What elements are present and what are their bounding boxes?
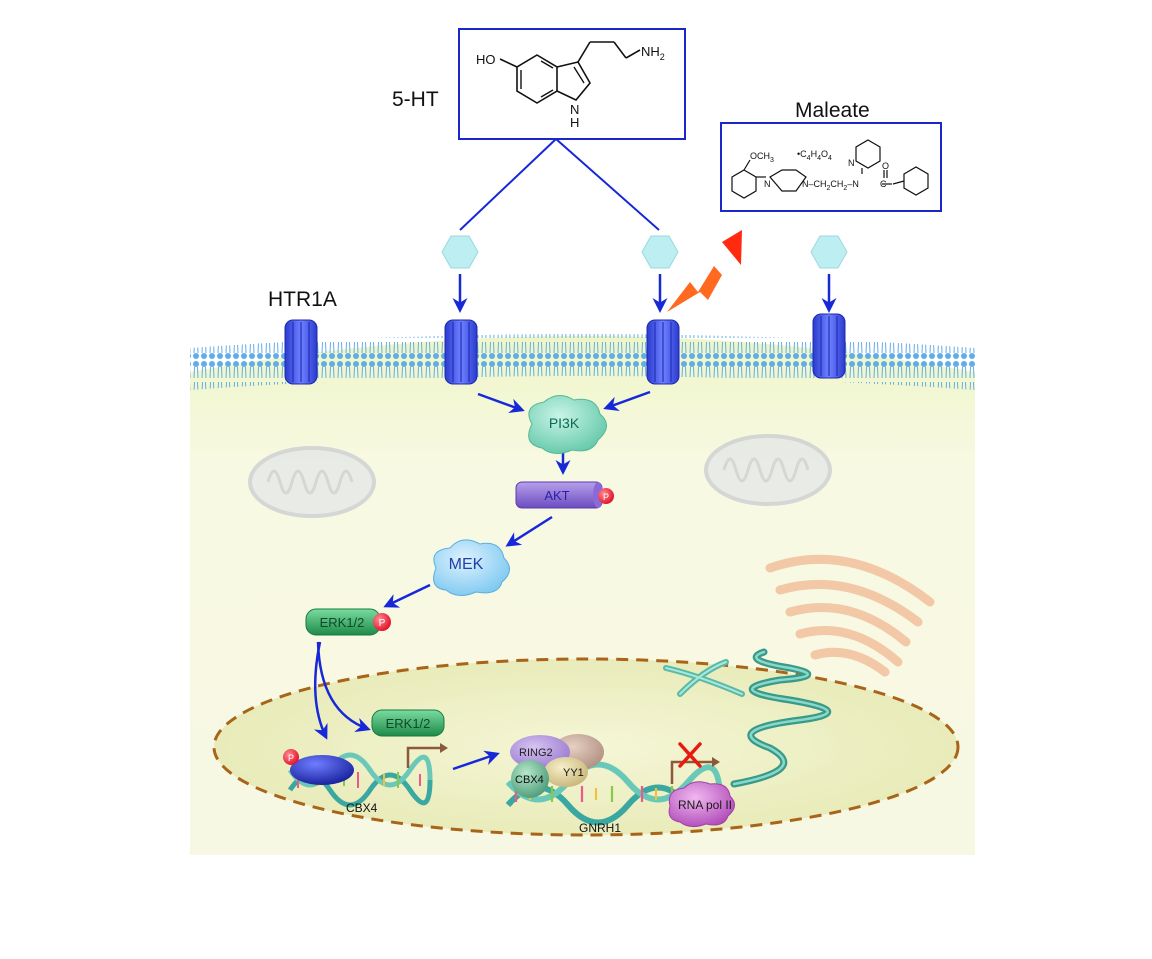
yy1-label: YY1 xyxy=(563,767,584,779)
piperazine-n-label: N xyxy=(764,179,771,189)
gnrh1-label: GNRH1 xyxy=(579,821,621,835)
pi3k-label: PI3K xyxy=(549,415,580,431)
och3-label: OCH3 xyxy=(750,151,774,164)
pyridine-n-label: N xyxy=(848,158,855,168)
ligand-arrows xyxy=(452,274,837,313)
ligand-hexagon xyxy=(441,235,479,269)
serotonin-label: 5-HT xyxy=(392,88,439,111)
maleate-structure: OCH3 •C4H4O4 N N N–CH2CH2–N O C xyxy=(720,122,942,212)
erk-cyto-label: ERK1/2 xyxy=(320,615,365,630)
akt-phospho xyxy=(598,488,614,504)
salt-label: •C4H4O4 xyxy=(797,149,832,162)
signaling-arrows xyxy=(313,390,651,771)
cbx4-complex-label: CBX4 xyxy=(515,774,544,786)
mitochondrion-left xyxy=(248,446,376,518)
ligand-branch-lines xyxy=(459,138,660,231)
htr1a-receptor-2 xyxy=(444,319,478,385)
cbx4-gene-label: CBX4 xyxy=(346,801,378,815)
mitochondrion-right xyxy=(704,434,832,506)
chain-label: N–CH2CH2–N xyxy=(802,179,859,192)
receptor-label: HTR1A xyxy=(268,288,337,311)
cbx4-binding-protein: P xyxy=(283,749,354,785)
htr1a-receptor-1 xyxy=(284,319,318,385)
maleate-label: Maleate xyxy=(795,99,870,122)
erk-cytoplasm: ERK1/2 P xyxy=(305,608,391,636)
dna-protein-phospho-label: P xyxy=(288,753,294,763)
nh2-label: NH2 xyxy=(641,44,665,62)
rna-pol-label: RNA pol II xyxy=(678,798,732,812)
block-cross xyxy=(678,742,702,768)
activation-bolt xyxy=(667,230,742,312)
erk-nuc-label: ERK1/2 xyxy=(386,716,431,731)
chromosome xyxy=(663,659,745,697)
ring-h-label: H xyxy=(570,115,579,130)
ring2-label: RING2 xyxy=(519,747,553,759)
rna-pol-ii: RNA pol II xyxy=(668,781,735,828)
golgi-apparatus xyxy=(765,554,935,677)
ho-label: HO xyxy=(476,52,496,67)
serotonin-structure: HO NH2 N H xyxy=(458,28,686,140)
akt-protein: AKT P xyxy=(515,481,614,509)
mek-protein: MEK xyxy=(433,539,510,596)
akt-label: AKT xyxy=(544,488,569,503)
pi3k-protein: PI3K xyxy=(528,395,607,454)
carbonyl-o-label: O xyxy=(882,161,889,171)
akt-phospho-label: P xyxy=(603,492,609,502)
chromatin xyxy=(663,648,831,788)
erk-phospho xyxy=(373,613,391,631)
dna-protein-phospho xyxy=(283,749,299,765)
ligand-hexagon xyxy=(641,235,679,269)
erk-nucleus: ERK1/2 xyxy=(371,709,445,737)
htr1a-receptor-4 xyxy=(812,313,846,379)
ligand-hexagons xyxy=(441,235,848,269)
htr1a-receptor-3 xyxy=(646,319,680,385)
ligand-hexagon xyxy=(810,235,848,269)
carbonyl-c-label: C xyxy=(880,179,887,189)
erk-phospho-label: P xyxy=(379,618,386,629)
ring-n-label: N xyxy=(570,102,579,117)
prc1-complex: RING2 CBX4 YY1 xyxy=(510,734,604,798)
yy1-protein xyxy=(544,757,588,787)
cbx4-protein xyxy=(511,760,549,798)
cell-membrane xyxy=(190,334,975,390)
tss-arrow xyxy=(406,746,440,768)
mek-label: MEK xyxy=(449,556,484,573)
